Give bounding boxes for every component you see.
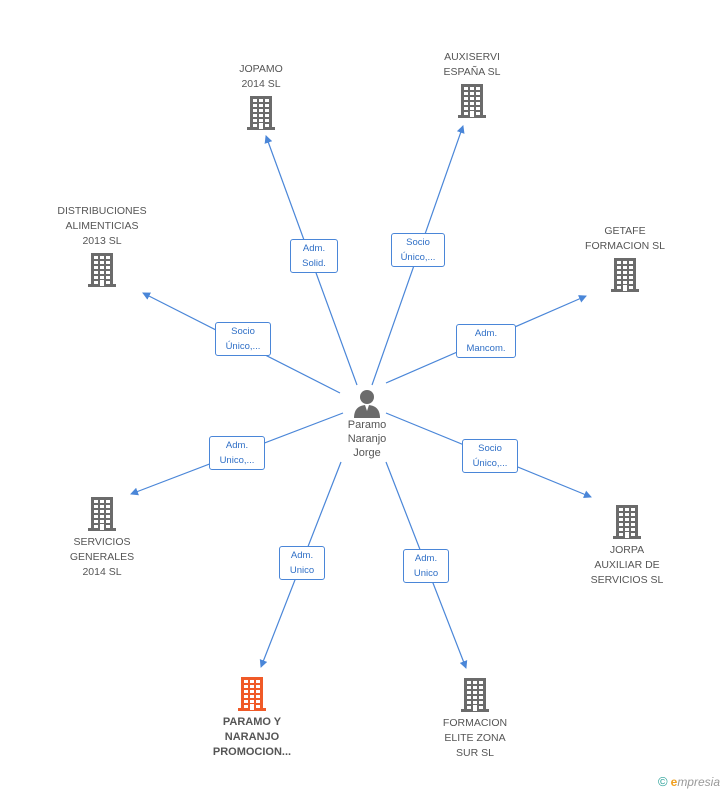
role-label-servicios[interactable]: Adm. Unico,...	[209, 436, 265, 470]
role-label-getafe[interactable]: Adm. Mancom.	[456, 324, 516, 358]
building-icon	[611, 258, 639, 292]
building-icon	[247, 96, 275, 130]
company-name: JOPAMO 2014 SL	[239, 63, 283, 90]
company-node-formacion[interactable]: FORMACION ELITE ZONA SUR SL	[420, 674, 530, 761]
company-node-paramo[interactable]: PARAMO Y NARANJO PROMOCION...	[197, 673, 307, 760]
center-person-name: Paramo Naranjo Jorge	[347, 419, 387, 459]
building-icon	[458, 84, 486, 118]
company-node-distribuciones[interactable]: DISTRIBUCIONES ALIMENTICIAS 2013 SL	[47, 204, 157, 291]
company-name: DISTRIBUCIONES ALIMENTICIAS 2013 SL	[57, 205, 147, 247]
company-name: FORMACION ELITE ZONA SUR SL	[442, 717, 508, 759]
person-icon	[354, 390, 380, 418]
company-name: PARAMO Y NARANJO PROMOCION...	[212, 716, 292, 758]
building-icon	[461, 678, 489, 712]
role-label-jorpa[interactable]: Socio Único,...	[462, 439, 518, 473]
company-node-jorpa[interactable]: JORPA AUXILIAR DE SERVICIOS SL	[572, 501, 682, 588]
center-person[interactable]: Paramo Naranjo Jorge	[327, 388, 407, 460]
building-icon	[613, 505, 641, 539]
building-icon	[88, 253, 116, 287]
company-node-jopamo[interactable]: JOPAMO 2014 SL	[211, 62, 311, 134]
company-node-servicios[interactable]: SERVICIOS GENERALES 2014 SL	[47, 493, 157, 580]
copyright-icon: ©	[658, 774, 668, 789]
empresia-logo[interactable]: empresia	[670, 775, 720, 789]
role-label-auxiservi[interactable]: Socio Único,...	[391, 233, 445, 267]
building-icon	[238, 677, 266, 711]
role-label-jopamo[interactable]: Adm. Solid.	[290, 239, 338, 273]
brand-footer: ©empresia	[658, 774, 720, 789]
role-label-formacion[interactable]: Adm. Unico	[403, 549, 449, 583]
company-name: SERVICIOS GENERALES 2014 SL	[69, 536, 135, 578]
company-name: JORPA AUXILIAR DE SERVICIOS SL	[590, 544, 664, 586]
role-label-distribuciones[interactable]: Socio Único,...	[215, 322, 271, 356]
company-node-getafe[interactable]: GETAFE FORMACION SL	[570, 224, 680, 296]
role-label-paramo[interactable]: Adm. Unico	[279, 546, 325, 580]
company-name: GETAFE FORMACION SL	[585, 225, 665, 252]
company-node-auxiservi[interactable]: AUXISERVI ESPAÑA SL	[422, 50, 522, 122]
company-name: AUXISERVI ESPAÑA SL	[443, 51, 501, 78]
building-icon	[88, 497, 116, 531]
